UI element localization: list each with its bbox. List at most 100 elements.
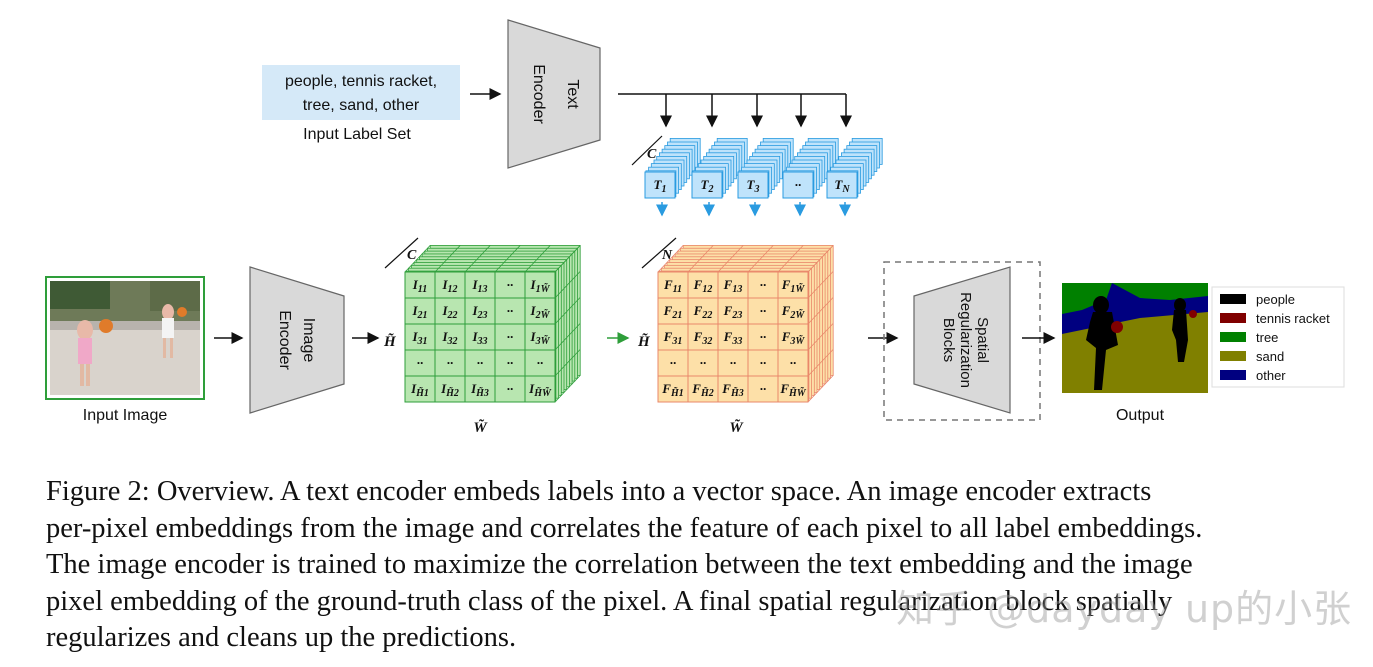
- text-embedding-token-label: T2: [701, 177, 714, 195]
- text-embedding-token: [644, 171, 676, 199]
- image-grid-cell: [434, 271, 466, 299]
- output-caption: Output: [1116, 407, 1165, 424]
- figure-caption: Figure 2: Overview. A text encoder embed…: [46, 474, 1358, 657]
- legend-label: people: [1256, 292, 1295, 307]
- text-embedding-token: [737, 171, 769, 199]
- correlation-grid-cell: [777, 297, 809, 325]
- image-grid-cell: [524, 297, 556, 325]
- correlation-grid-cell-label: F13: [723, 277, 743, 295]
- spatial-label-1: Spatial: [974, 317, 991, 363]
- image-grid-cell: [434, 323, 466, 351]
- image-grid-cell-label: I21: [411, 303, 427, 321]
- correlation-grid-cell: [777, 349, 809, 377]
- image-grid-cell: [524, 375, 556, 403]
- image-grid-cell-label: I11: [412, 277, 428, 295]
- label-set-caption: Input Label Set: [303, 126, 411, 143]
- text-embedding-token-label: TN: [834, 177, 850, 195]
- image-grid-cell-label: I33: [471, 329, 487, 347]
- image-grid-cell-label: ··: [537, 355, 544, 370]
- correlation-grid-cell: [747, 271, 779, 299]
- image-grid-cell: [494, 349, 526, 377]
- correlation-grid-cell-label: ··: [760, 381, 767, 396]
- caption-line-4: pixel embedding of the ground-truth clas…: [46, 585, 1173, 617]
- text-encoder: Text Encoder: [507, 19, 601, 169]
- correlation-grid-cell: [687, 375, 719, 403]
- correlation-grid-cell-label: F22: [693, 303, 713, 321]
- legend-label: tree: [1256, 330, 1278, 345]
- legend-label: other: [1256, 368, 1286, 383]
- text-embedding-token-label: T3: [747, 177, 760, 195]
- correlation-grid-cell: [657, 323, 689, 351]
- image-grid-cell: [404, 349, 436, 377]
- text-encoder-label-1: Text: [564, 79, 581, 109]
- correlation-grid-cell-label: ··: [730, 355, 737, 370]
- image-grid-cell: [434, 375, 466, 403]
- image-grid-cell-label: ··: [507, 381, 514, 396]
- image-grid-cell: [404, 271, 436, 299]
- spatial-regularization-blocks: Spatial Regularization Blocks: [883, 261, 1041, 421]
- correlation-grid-dim-line: [641, 237, 677, 269]
- correlation-grid-cell-label: FH̃W̃: [779, 381, 806, 399]
- image-grid-width-label: W̃: [473, 418, 488, 436]
- correlation-grid-cell-label: FH̃2: [691, 381, 713, 399]
- image-encoder-label-2: Encoder: [276, 310, 293, 370]
- correlation-grid-cell-label: F11: [663, 277, 682, 295]
- image-grid-cell: [494, 375, 526, 403]
- correlation-grid-cell-label: ··: [760, 355, 767, 370]
- text-encoder-output-bus: [618, 93, 852, 128]
- image-grid-cell-label: ··: [477, 355, 484, 370]
- image-grid-cell: [404, 297, 436, 325]
- image-grid-cell-label: ··: [417, 355, 424, 370]
- correlation-grid-cell-label: F21: [663, 303, 683, 321]
- correlation-grid-dim-label: N: [661, 248, 673, 263]
- image-grid-cell-label: I31: [411, 329, 427, 347]
- legend-swatch: [1220, 332, 1246, 342]
- text-embedding-token-label: ··: [795, 177, 802, 192]
- text-embeddings: T1 T2 T3 ·· TN C: [631, 135, 883, 199]
- correlation-grid-cell-label: ··: [670, 355, 677, 370]
- text-embedding-token-label: T1: [654, 177, 667, 195]
- input-label-set: people, tennis racket, tree, sand, other…: [262, 65, 460, 143]
- correlation-grid-cell: [717, 271, 749, 299]
- correlation-grid-cell-label: F31: [663, 329, 683, 347]
- image-grid-cell-label: I13: [471, 277, 487, 295]
- image-grid-cell-label: I2W̃: [530, 303, 551, 321]
- legend-swatch: [1220, 370, 1246, 380]
- blue-arrows: [656, 202, 851, 217]
- text-embedding-dim-label: C: [647, 147, 657, 162]
- image-grid-dim-label: C: [407, 248, 417, 263]
- correlation-grid-cell-label: F23: [723, 303, 743, 321]
- image-grid-cell-label: I12: [441, 277, 457, 295]
- correlation-grid-cell: [747, 323, 779, 351]
- label-set-line2: tree, sand, other: [303, 97, 420, 114]
- correlation-grid-cell-label: F12: [693, 277, 713, 295]
- correlation-grid-cell-label: F2W̃: [781, 303, 806, 321]
- correlation-grid-cell-label: FH̃3: [721, 381, 743, 399]
- image-grid-cell: [524, 271, 556, 299]
- legend-label: tennis racket: [1256, 311, 1330, 326]
- legend-swatch: [1220, 313, 1246, 323]
- correlation-grid-cell-label: F3W̃: [781, 329, 806, 347]
- correlation-grid-height-label: H̃: [637, 332, 651, 350]
- correlation-grid-cell-label: FH̃1: [661, 381, 683, 399]
- correlation-grid-cell-label: F32: [693, 329, 713, 347]
- correlation-grid-cell-label: ··: [700, 355, 707, 370]
- legend-label: sand: [1256, 349, 1284, 364]
- image-encoder: Image Encoder: [249, 266, 345, 414]
- image-encoder-label-1: Image: [300, 318, 317, 363]
- overview-diagram: people, tennis racket, tree, sand, other…: [45, 19, 1345, 436]
- correlation-grid-cell-label: F1W̃: [781, 277, 806, 295]
- image-grid-cell-label: ··: [447, 355, 454, 370]
- correlation-grid-cell: [777, 323, 809, 351]
- caption-line-1: Figure 2: Overview. A text encoder embed…: [46, 476, 1152, 507]
- caption-line-5: regularizes and cleans up the prediction…: [46, 622, 517, 653]
- image-grid-cell-label: ··: [507, 329, 514, 344]
- image-grid-cell: [524, 323, 556, 351]
- correlation-grid-cell-label: ··: [790, 355, 797, 370]
- spatial-label-2: Regularization: [957, 292, 974, 388]
- correlation-grid-cell: [687, 323, 719, 351]
- image-grid-cell-label: I32: [441, 329, 457, 347]
- correlation-grid-width-label: W̃: [729, 418, 744, 436]
- correlation-grid-cell: [747, 375, 779, 403]
